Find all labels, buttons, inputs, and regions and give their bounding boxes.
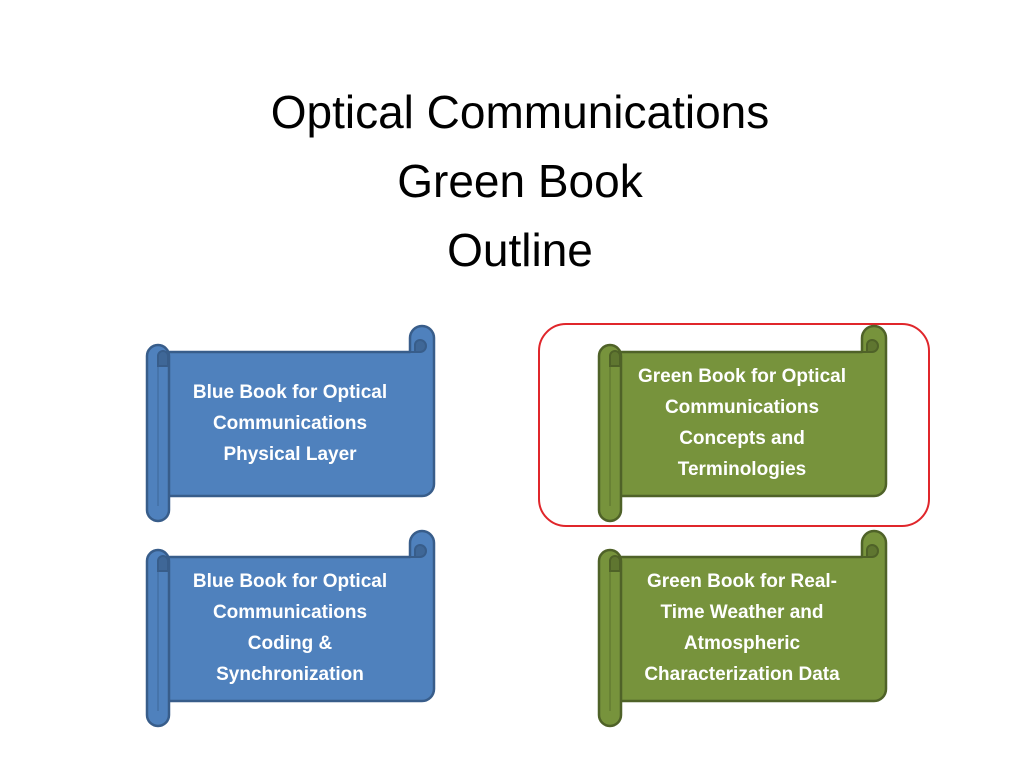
slide-title: Optical Communications Green Book Outlin… xyxy=(0,78,1024,285)
scroll-green-book-concepts: Green Book for Optical Communications Co… xyxy=(586,324,890,524)
scroll-banner-shape xyxy=(597,529,888,728)
scroll-label-line: Atmospheric xyxy=(683,633,801,654)
title-line-2: Green Book xyxy=(397,155,643,207)
scroll-blue-book-physical-layer: Blue Book for Optical Communications Phy… xyxy=(134,324,438,524)
scroll-label-line: Green Book for Optical xyxy=(638,366,846,387)
scroll-label-line: Synchronization xyxy=(216,664,364,685)
scroll-label: Green Book for Real- Time Weather and At… xyxy=(616,557,868,699)
scroll-label-line: Green Book for Real- xyxy=(646,571,838,592)
scroll-label-line: Communications xyxy=(212,602,368,623)
scroll-blue-book-coding-sync: Blue Book for Optical Communications Cod… xyxy=(134,529,438,729)
scroll-label-line: Physical Layer xyxy=(223,443,357,465)
title-line-3: Outline xyxy=(447,224,593,276)
scroll-label: Blue Book for Optical Communications Phy… xyxy=(164,352,416,494)
scroll-label-line: Characterization Data xyxy=(644,664,840,685)
scroll-label-line: Concepts and xyxy=(679,428,805,449)
scroll-label-line: Communications xyxy=(212,412,368,434)
scroll-label-line: Coding & xyxy=(247,633,333,654)
scroll-banner-shape xyxy=(145,324,436,523)
scroll-label: Blue Book for Optical Communications Cod… xyxy=(164,557,416,699)
highlight-rounded-rectangle xyxy=(538,323,930,527)
scroll-label-line: Communications xyxy=(664,397,820,418)
scroll-label-line: Time Weather and xyxy=(660,602,824,623)
scroll-green-book-weather-data: Green Book for Real- Time Weather and At… xyxy=(586,529,890,729)
scroll-label-line: Terminologies xyxy=(677,459,807,480)
scroll-banner-shape xyxy=(145,529,436,728)
scroll-label-line: Blue Book for Optical xyxy=(192,381,388,403)
title-line-1: Optical Communications xyxy=(270,86,770,138)
scroll-banner-shape xyxy=(597,324,888,523)
scroll-label-line: Blue Book for Optical xyxy=(192,571,388,592)
scroll-label: Green Book for Optical Communications Co… xyxy=(616,352,868,494)
